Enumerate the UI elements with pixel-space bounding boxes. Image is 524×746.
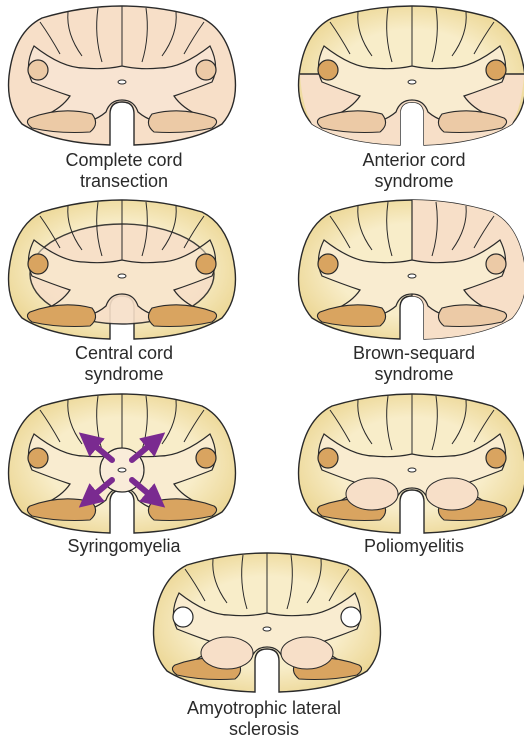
caption-brown-sequard-syndrome: Brown-sequard syndrome — [294, 343, 524, 385]
right-lateral-tract — [341, 607, 361, 627]
caption-amyotrophic-lateral-sclerosis: Amyotrophic lateral sclerosis — [144, 698, 384, 740]
right-lateral-tract — [196, 254, 216, 274]
right-lateral-tract — [486, 60, 506, 80]
cord-diagram-complete-cord-transection — [9, 6, 236, 145]
caption-syringomyelia: Syringomyelia — [4, 536, 244, 557]
left-lateral-tract — [318, 448, 338, 468]
left-lateral-tract — [318, 254, 338, 274]
caption-complete-cord-transection: Complete cord transection — [4, 150, 244, 192]
central-canal — [408, 274, 416, 278]
central-canal — [118, 274, 126, 278]
right-lateral-tract — [486, 448, 506, 468]
right-lateral-tract — [196, 60, 216, 80]
caption-central-cord-syndrome: Central cord syndrome — [4, 343, 244, 385]
caption-poliomyelitis: Poliomyelitis — [294, 536, 524, 557]
central-canal — [263, 627, 271, 631]
right-lateral-tract — [486, 254, 506, 274]
central-canal — [408, 80, 416, 84]
caption-anterior-cord-syndrome: Anterior cord syndrome — [294, 150, 524, 192]
cord-diagram-central-cord-syndrome — [9, 200, 236, 339]
right-anterior-horn-lesion — [426, 478, 478, 510]
cord-diagram-poliomyelitis — [299, 394, 524, 533]
left-anterior-horn-lesion — [346, 478, 398, 510]
right-anterior-horn-lesion — [281, 637, 333, 669]
central-canal-inner — [118, 468, 126, 472]
left-lateral-tract — [318, 60, 338, 80]
cord-diagram-brown-sequard-syndrome — [299, 200, 524, 339]
cord-diagram-amyotrophic-lateral-sclerosis — [154, 553, 381, 692]
left-lateral-tract — [173, 607, 193, 627]
right-lateral-tract — [196, 448, 216, 468]
cord-diagram-anterior-cord-syndrome — [299, 6, 524, 145]
central-canal — [118, 80, 126, 84]
left-lateral-tract — [28, 448, 48, 468]
cord-diagram-syringomyelia — [9, 394, 236, 533]
left-anterior-horn-lesion — [201, 637, 253, 669]
left-lateral-tract — [28, 60, 48, 80]
left-lateral-tract — [28, 254, 48, 274]
central-canal — [408, 468, 416, 472]
